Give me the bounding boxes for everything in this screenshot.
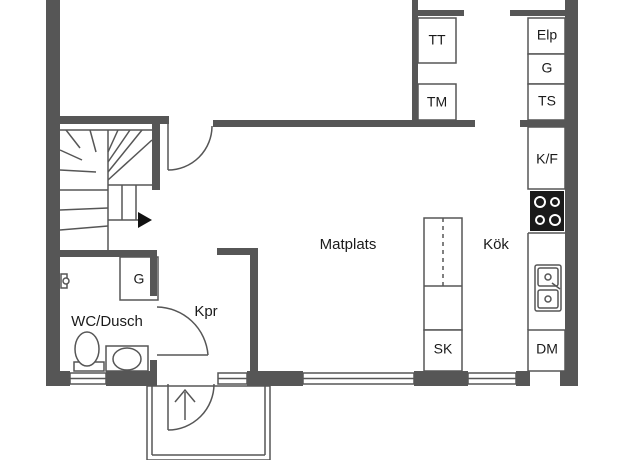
fixture-label-ts: TS <box>538 93 556 109</box>
walls <box>46 0 578 386</box>
staircase <box>59 129 153 250</box>
stair-arrow-icon <box>138 212 152 228</box>
sink-icon <box>534 264 562 312</box>
hall-door <box>167 124 213 171</box>
fixture-label-tm: TM <box>427 94 447 110</box>
kitchen-fixtures <box>423 126 566 372</box>
wc-fixtures <box>60 273 209 372</box>
fixture-label-g-upper: G <box>542 60 553 76</box>
fixture-label-tt: TT <box>428 32 446 48</box>
entrance-porch <box>146 383 271 460</box>
stove-icon <box>530 191 564 231</box>
upper-cabinets <box>417 17 566 121</box>
fixture-label-dm: DM <box>536 341 558 357</box>
windows <box>69 372 517 385</box>
room-label-wc: WC/Dusch <box>71 313 143 330</box>
labels: Matplats Kök WC/Dusch Kpr TT TM Elp G TS… <box>71 27 558 357</box>
fixture-label-elp: Elp <box>537 27 557 43</box>
fixture-label-sk: SK <box>434 341 453 357</box>
fixture-label-g-closet: G <box>134 271 145 287</box>
room-label-dining: Matplats <box>320 236 377 253</box>
room-label-kitchen: Kök <box>483 236 509 253</box>
closet-g-cabinet <box>119 256 159 301</box>
fixture-label-kf: K/F <box>536 151 558 167</box>
room-label-closet: Kpr <box>194 303 217 320</box>
